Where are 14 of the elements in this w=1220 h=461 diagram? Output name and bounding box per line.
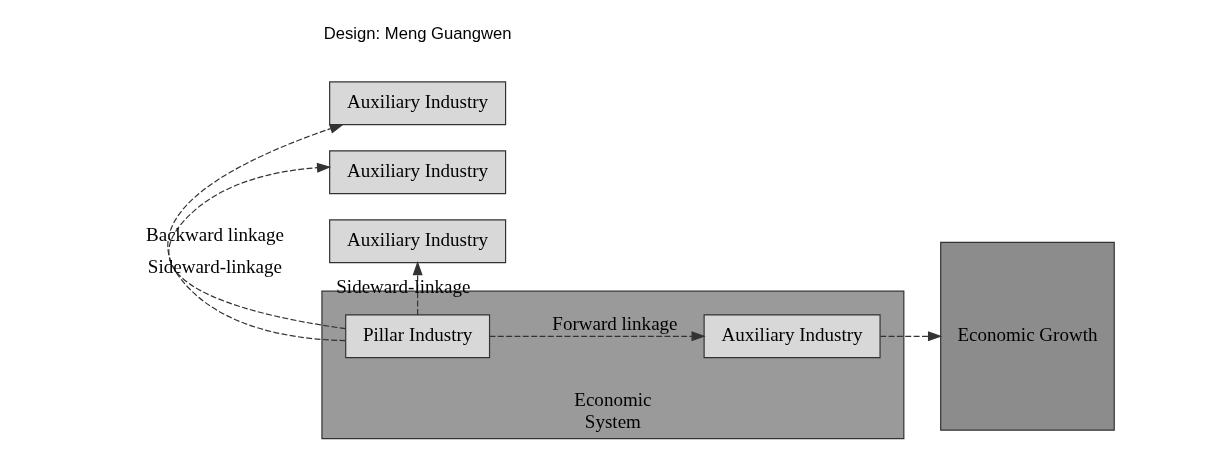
node-box: Pillar Industry: [344, 314, 490, 359]
node-box: Auxiliary Industry: [328, 81, 506, 126]
label: Design: Meng Guangwen: [323, 23, 511, 43]
node-box: Auxiliary Industry: [328, 150, 506, 195]
arrow: [166, 123, 346, 342]
edge-label: Sideward-linkage: [147, 256, 282, 278]
node-box: Auxiliary Industry: [328, 219, 506, 264]
arrow: [488, 331, 706, 342]
edge-label: Forward linkage: [551, 313, 678, 335]
node-box: Auxiliary Industry: [703, 314, 881, 359]
arrow: [167, 162, 346, 330]
node-box: Economic Growth: [939, 241, 1115, 431]
arrow: [879, 331, 942, 342]
edge-label: Backward linkage: [145, 223, 284, 245]
